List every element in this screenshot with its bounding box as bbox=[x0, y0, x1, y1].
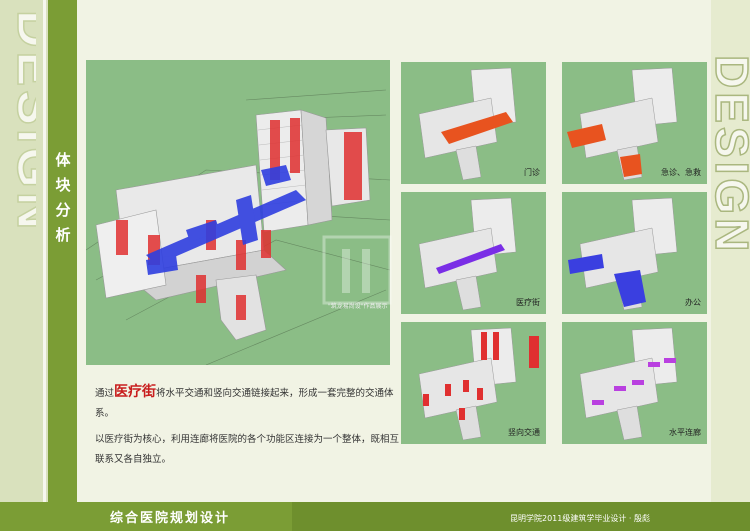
description-paragraph-2: 以医疗街为核心，利用连廊将医院的各个功能区连接为一个整体，既相互联系又各自独立。 bbox=[95, 434, 400, 465]
thumb-label: 竖向交通 bbox=[508, 428, 540, 437]
left-green-band bbox=[48, 0, 77, 502]
svg-text:DESIGN: DESIGN bbox=[6, 10, 36, 233]
thumb-label: 水平连廊 bbox=[669, 428, 701, 437]
thumb-accent bbox=[441, 112, 513, 144]
thumb-medical-street: 医疗街 bbox=[401, 192, 546, 314]
highlight-medical-street: 医疗街 bbox=[114, 384, 157, 400]
left-stripe bbox=[43, 0, 46, 502]
thumb-label: 医疗街 bbox=[516, 298, 540, 307]
thumb-label: 办公 bbox=[685, 298, 701, 307]
thumb-accent bbox=[568, 254, 604, 274]
thumb-accent bbox=[567, 124, 606, 148]
description-paragraph-1: 通过医疗街将水平交通和竖向交通链接起来，形成一套完整的交通体系。 bbox=[95, 384, 394, 419]
watermark-logo bbox=[322, 235, 392, 305]
right-band bbox=[711, 0, 750, 531]
bottom-credit: 昆明学院2011级建筑学毕业设计 · 殷彪 bbox=[510, 514, 650, 523]
thumb-emergency: 急诊、急救 bbox=[562, 62, 707, 184]
design-right-text: DESIGN bbox=[712, 55, 750, 256]
svg-text:DESIGN: DESIGN bbox=[712, 55, 750, 255]
thumb-accent bbox=[423, 332, 539, 420]
design-vertical-text: DESIGN bbox=[5, 10, 36, 234]
thumb-vertical-traffic: 竖向交通 bbox=[401, 322, 546, 444]
left-band bbox=[0, 0, 48, 531]
bottom-bar-right bbox=[292, 502, 750, 531]
thumb-label: 急诊、急救 bbox=[661, 168, 701, 177]
main-model-drawing bbox=[86, 89, 390, 365]
bottom-title: 综合医院规划设计 bbox=[110, 511, 231, 526]
watermark-text: "筑龙易尚设"作品展示 bbox=[328, 303, 388, 310]
thumb-accent bbox=[592, 358, 676, 405]
description: 通过医疗街将水平交通和竖向交通链接起来，形成一套完整的交通体系。 以医疗街为核心… bbox=[95, 382, 400, 470]
side-title: 体块分析 bbox=[55, 151, 71, 244]
thumb-office: 办公 bbox=[562, 192, 707, 314]
main-model-panel bbox=[86, 60, 390, 365]
thumb-horizontal-corridor: 水平连廊 bbox=[562, 322, 707, 444]
thumb-accent bbox=[436, 244, 505, 274]
thumb-outpatient: 门诊 bbox=[401, 62, 546, 184]
thumb-label: 门诊 bbox=[524, 168, 540, 177]
